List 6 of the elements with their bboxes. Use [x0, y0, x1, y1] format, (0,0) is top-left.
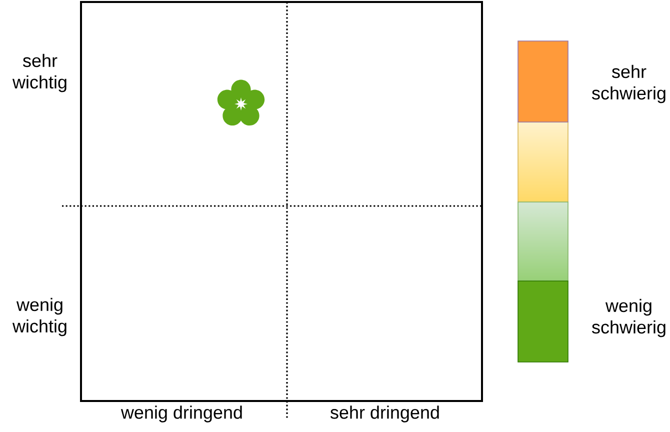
axis-label: wenig dringend — [120, 406, 242, 422]
axis-label: sehr dringend — [330, 406, 439, 422]
legend-label: sehr schwierig — [592, 64, 666, 104]
legend-label: wenig schwierig — [592, 298, 666, 338]
axis-label: sehr wichtig — [12, 54, 66, 92]
axis-label: wenig wichtig — [12, 298, 66, 336]
